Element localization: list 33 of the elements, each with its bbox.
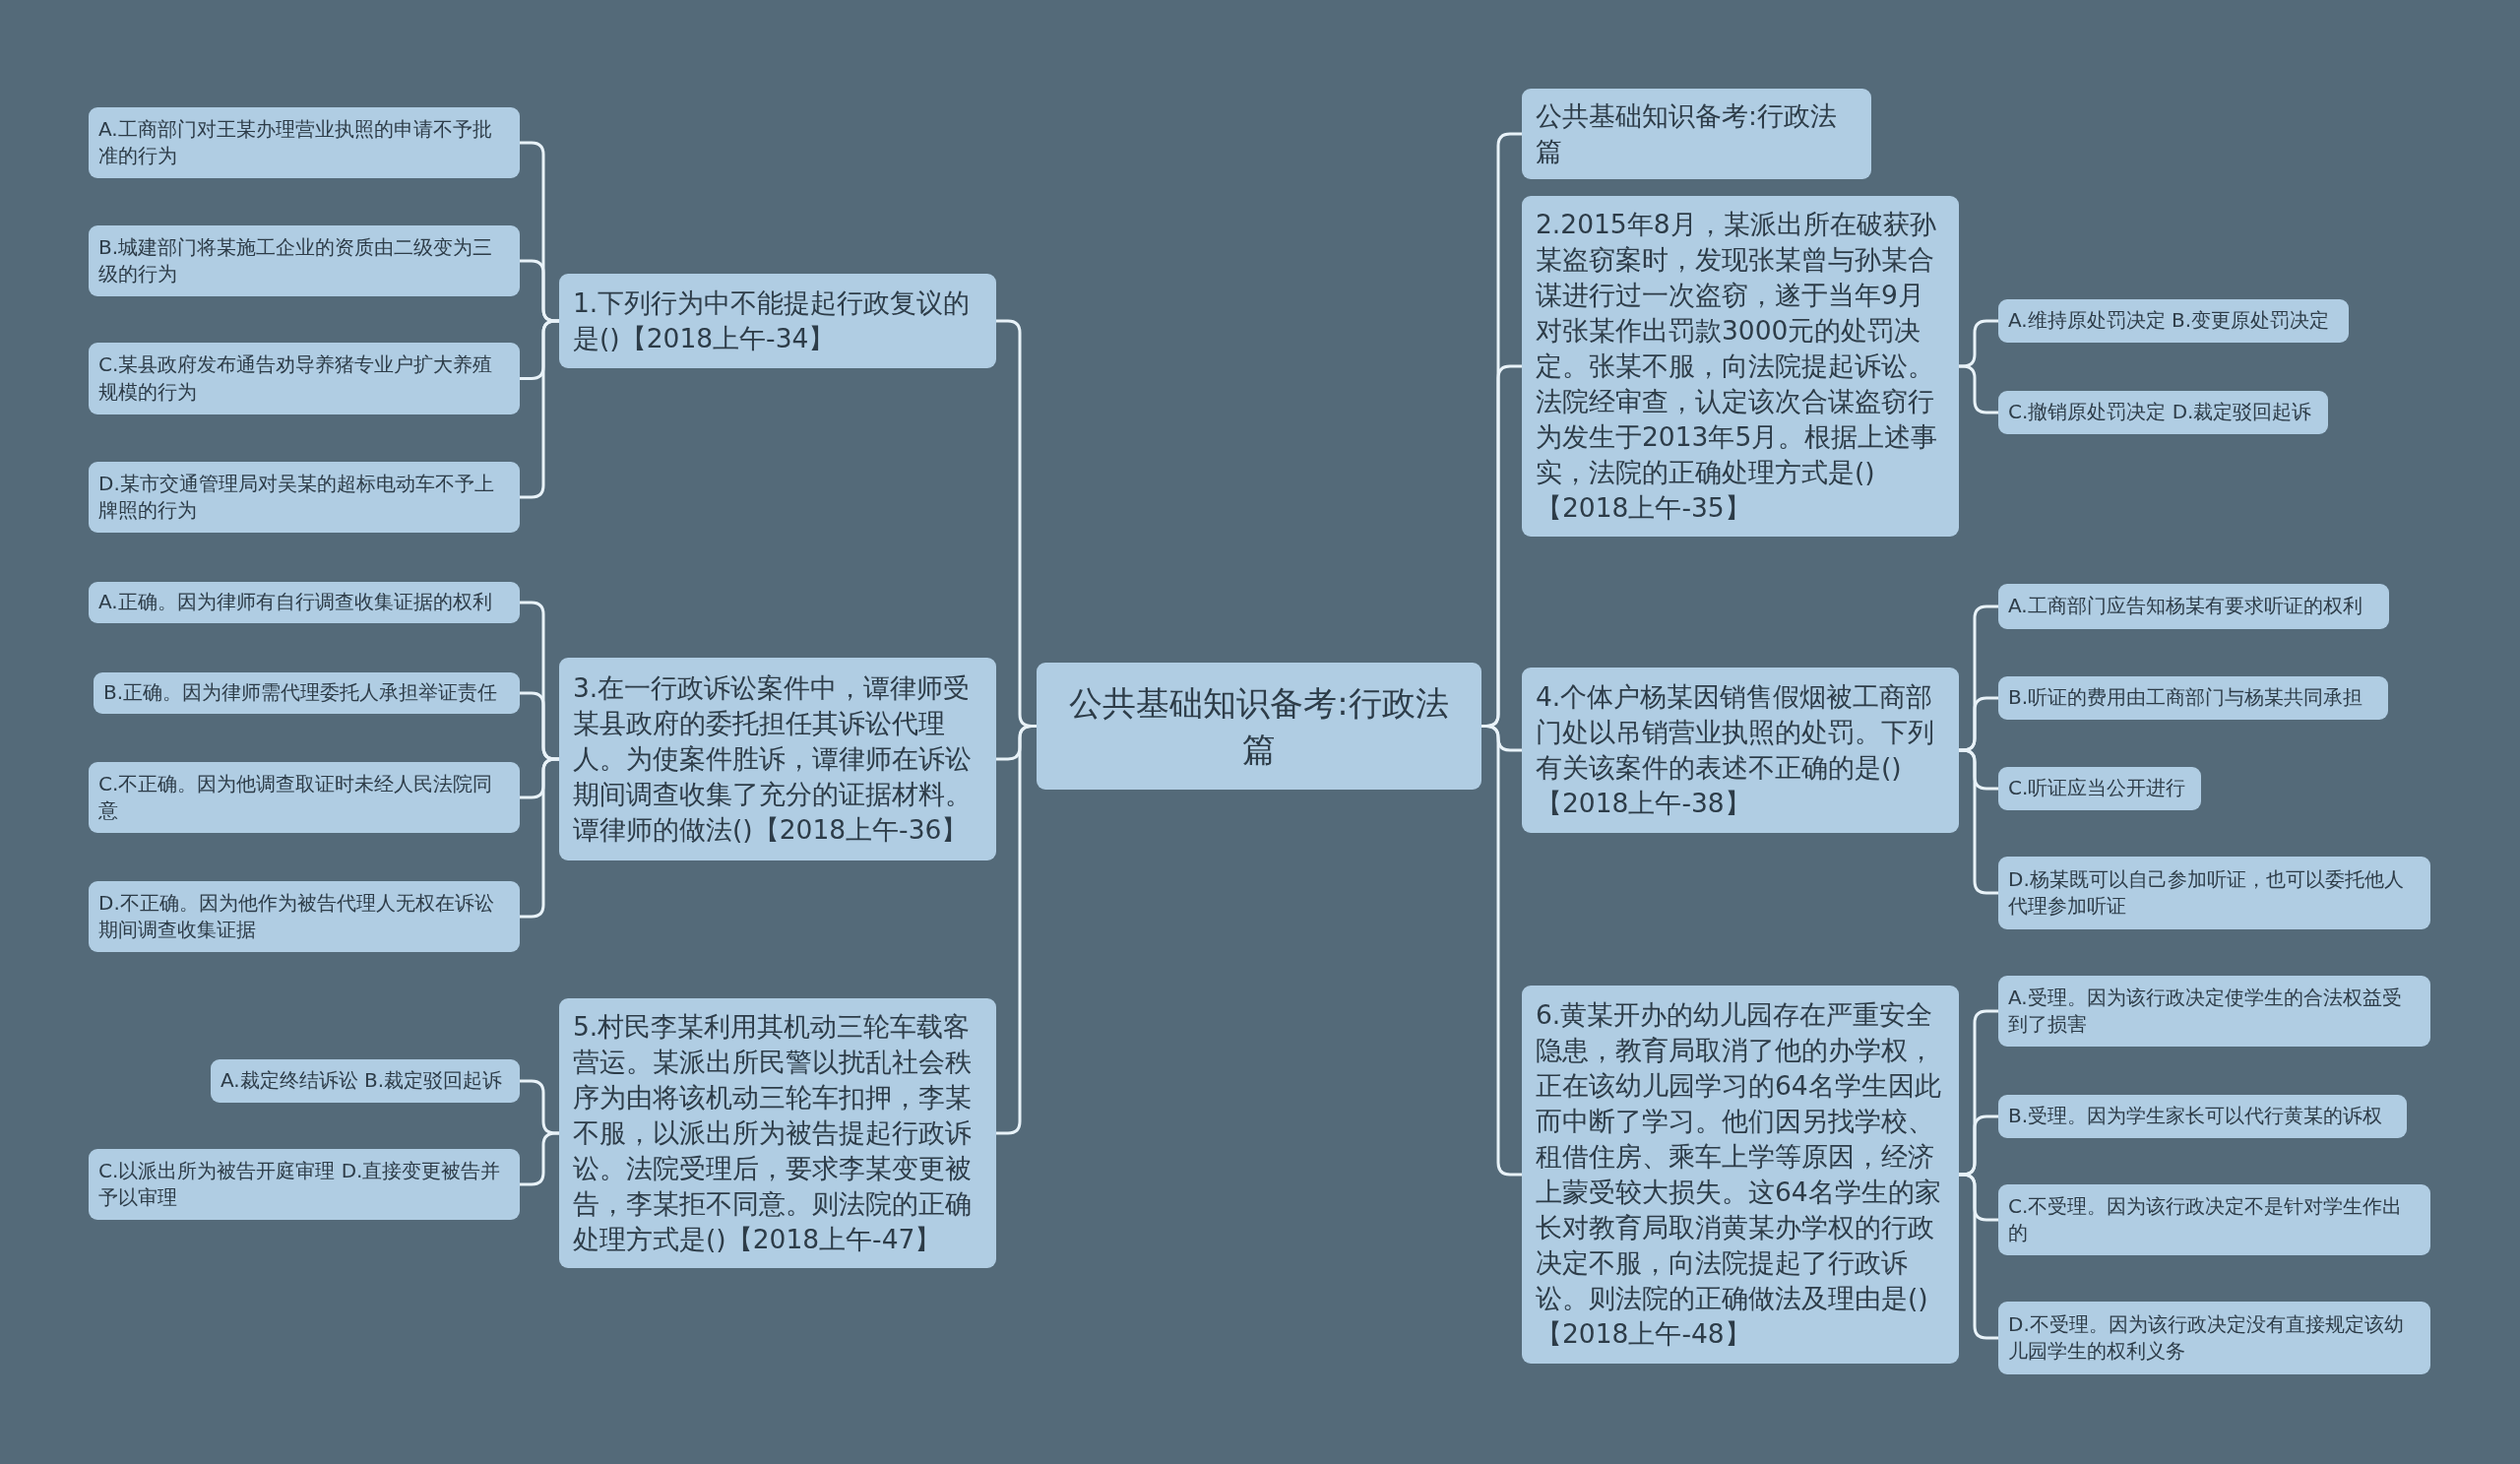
option-box: C.不正确。因为他调查取证时未经人民法院同意	[89, 762, 520, 833]
option-box: B.正确。因为律师需代理委托人承担举证责任	[94, 672, 520, 714]
question-box: 5.村民李某利用其机动三轮车载客营运。某派出所民警以扰乱社会秩序为由将该机动三轮车扣押，李某不服，以派出所为被告提起行政诉讼。法院受理后，要求李某变更被告，李某拒不同意。则法院的正确处理方式是()【2018上午-47】	[559, 998, 996, 1268]
option-box: B.受理。因为学生家长可以代行黄某的诉权	[1998, 1095, 2407, 1138]
connector-line	[1959, 748, 1998, 895]
option-box: A.受理。因为该行政决定使学生的合法权益受到了损害	[1998, 976, 2430, 1047]
question-box: 2.2015年8月，某派出所在破获孙某盗窃案时，发现张某曾与孙某合谋进行过一次盗窃，遂于当年9月对张某作出罚款3000元的处罚决定。张某不服，向法院提起诉讼。法院经审查，认定该次合谋盗窃行为发生于2013年5月。根据上述事实，法院的正确处理方式是()【2018上午-35】	[1522, 196, 1959, 537]
option-box: B.城建部门将某施工企业的资质由二级变为三级的行为	[89, 225, 520, 296]
question-box: 6.黄某开办的幼儿园存在严重安全隐患，教育局取消了他的办学权，正在该幼儿园学习的64名学生因此而中断了学习。他们因另找学校、租借住房、乘车上学等原因，经济上蒙受较大损失。这64名学生的家长对教育局取消黄某办学权的行政决定不服，向法院提起了行政诉讼。则法院的正确做法及理由是()【2018上午-48】	[1522, 986, 1959, 1364]
option-box: D.杨某既可以自己参加听证，也可以委托他人代理参加听证	[1998, 857, 2430, 929]
question-box: 1.下列行为中不能提起行政复议的是()【2018上午-34】	[559, 274, 996, 368]
option-box: C.不受理。因为该行政决定不是针对学生作出的	[1998, 1184, 2430, 1255]
option-box: B.听证的费用由工商部门与杨某共同承担	[1998, 676, 2388, 720]
connector-line	[520, 1131, 559, 1186]
option-box: D.某市交通管理局对吴某的超标电动车不予上牌照的行为	[89, 462, 520, 533]
connector-line	[520, 319, 559, 499]
connector-line	[520, 757, 559, 919]
option-box: C.某县政府发布通告劝导养猪专业户扩大养殖规模的行为	[89, 343, 520, 414]
option-box: A.正确。因为律师有自行调查收集证据的权利	[89, 582, 520, 623]
central-topic-box: 公共基础知识备考:行政法篇	[1037, 663, 1481, 790]
question-box: 3.在一行政诉讼案件中，谭律师受某县政府的委托担任其诉讼代理人。为使案件胜诉，谭律师在诉讼期间调查收集了充分的证据材料。谭律师的做法()【2018上午-36】	[559, 658, 996, 860]
connector-line	[1959, 1173, 1998, 1340]
option-box: A.维持原处罚决定 B.变更原处罚决定	[1998, 299, 2349, 343]
option-box: A.工商部门对王某办理营业执照的申请不予批准的行为	[89, 107, 520, 178]
question-box: 4.个体户杨某因销售假烟被工商部门处以吊销营业执照的处罚。下列有关该案件的表述不正确的是()【2018上午-38】	[1522, 668, 1959, 833]
option-box: A.裁定终结诉讼 B.裁定驳回起诉	[211, 1059, 520, 1103]
option-box: C.撤销原处罚决定 D.裁定驳回起诉	[1998, 391, 2328, 434]
option-box: C.以派出所为被告开庭审理 D.直接变更被告并予以审理	[89, 1149, 520, 1220]
option-box: D.不受理。因为该行政决定没有直接规定该幼儿园学生的权利义务	[1998, 1302, 2430, 1374]
question-box: 公共基础知识备考:行政法篇	[1522, 89, 1871, 180]
option-box: D.不正确。因为他作为被告代理人无权在诉讼期间调查收集证据	[89, 881, 520, 952]
option-box: A.工商部门应告知杨某有要求听证的权利	[1998, 584, 2389, 629]
option-box: C.听证应当公开进行	[1998, 767, 2201, 810]
